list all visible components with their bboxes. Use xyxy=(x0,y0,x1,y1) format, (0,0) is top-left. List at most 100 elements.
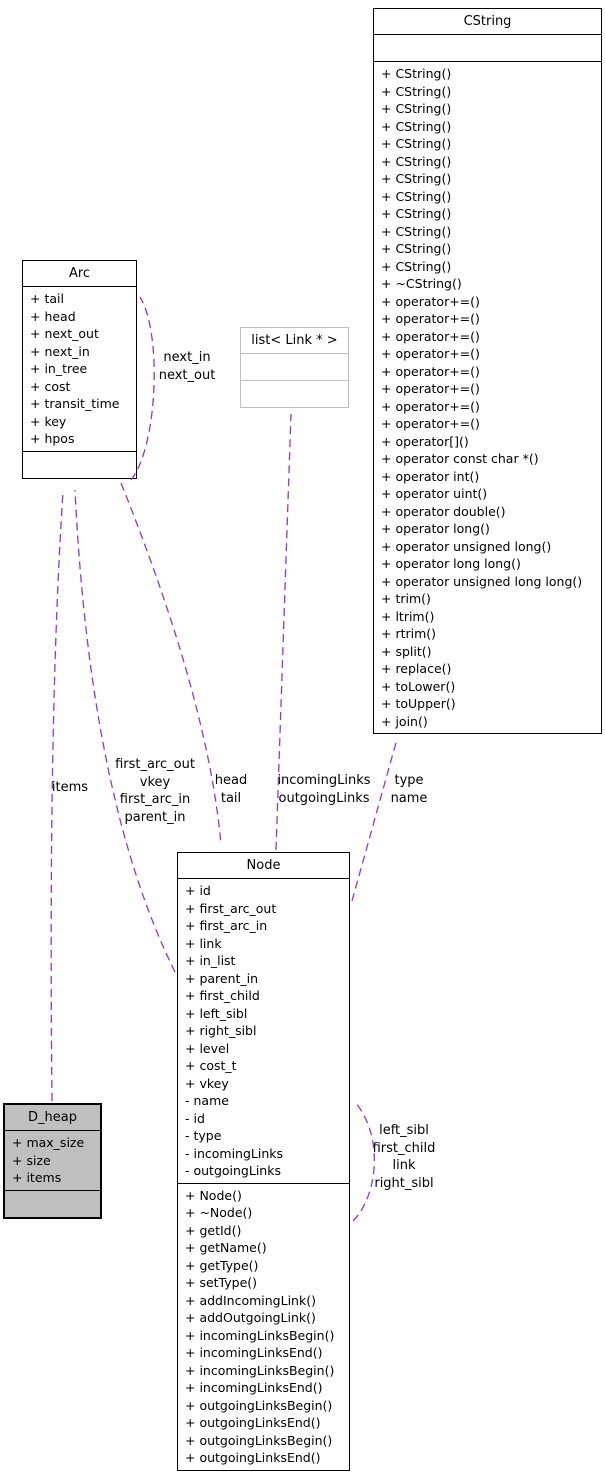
class-title-d-heap: D_heap xyxy=(5,1105,100,1131)
member-row: + trim() xyxy=(381,591,431,606)
member-row: + incomingLinksBegin() xyxy=(185,1327,335,1343)
member-row: + next_in xyxy=(30,343,90,359)
class-methods-list-link xyxy=(241,381,348,407)
class-attributes-node: + id+ first_arc_out+ first_arc_in+ link+… xyxy=(178,879,349,1184)
class-attributes-arc: + tail + head + next_out + next_in + in_tree… xyxy=(23,287,136,452)
member-row: + ltrim() xyxy=(381,608,435,624)
edge-label-arc-to-node: head tail xyxy=(214,773,248,806)
member-row: + CString() xyxy=(381,136,452,151)
member-row: - id xyxy=(185,1110,205,1126)
edge-d-heap-to-arc xyxy=(50,491,64,1102)
member-row: + operator+=() xyxy=(381,381,480,396)
member-row: + operator+=() xyxy=(381,328,480,344)
member-row: + key xyxy=(30,413,67,429)
member-row: - incomingLinks xyxy=(185,1145,284,1161)
class-methods-d-heap xyxy=(5,1191,100,1217)
member-row: + hpos xyxy=(30,431,75,446)
member-row: + outgoingLinksBegin() xyxy=(185,1432,333,1448)
edge-node-to-arc xyxy=(74,489,176,973)
edge-node-to-cstring xyxy=(351,738,398,902)
member-row: + operator int() xyxy=(381,468,480,484)
member-row: + left_sibl xyxy=(185,1005,248,1021)
member-row: + setType() xyxy=(185,1275,258,1290)
member-row: + operator+=() xyxy=(381,398,480,414)
member-row: + ~Node() xyxy=(185,1205,253,1220)
member-row: + outgoingLinksEnd() xyxy=(185,1415,321,1430)
member-row: + in_tree xyxy=(30,361,88,376)
member-row: + items xyxy=(12,1170,62,1185)
member-row: + operator double() xyxy=(381,503,506,519)
member-row: + parent_in xyxy=(185,970,259,986)
member-row: + incomingLinksEnd() xyxy=(185,1345,323,1360)
member-row: + getName() xyxy=(185,1240,267,1255)
class-title-cstring: CString xyxy=(374,9,601,35)
member-row: + transit_time xyxy=(30,396,120,411)
member-row: + operator long long() xyxy=(381,556,521,571)
member-row: + operator const char *() xyxy=(381,451,539,466)
member-row: + CString() xyxy=(381,153,452,169)
member-row: + operator unsigned long long() xyxy=(381,573,583,589)
member-row: + size xyxy=(12,1152,51,1168)
member-row: + first_child xyxy=(185,988,260,1003)
member-row: + CString() xyxy=(381,83,452,99)
class-box-cstring[interactable]: CString + CString()+ CString()+ CString(… xyxy=(373,8,602,734)
member-row: + id xyxy=(185,883,211,898)
class-attributes-list-link xyxy=(241,354,348,381)
member-row: + operator+=() xyxy=(381,293,480,309)
member-row: + rtrim() xyxy=(381,626,437,641)
class-box-node[interactable]: Node + id+ first_arc_out+ first_arc_in+ … xyxy=(177,852,350,1471)
member-row: + cost xyxy=(30,378,71,394)
member-row: + addIncomingLink() xyxy=(185,1292,316,1308)
member-row: + operator long() xyxy=(381,521,490,536)
member-row: + operator+=() xyxy=(381,346,480,361)
member-row: + CString() xyxy=(381,101,452,116)
edge-arc-self-arrowhead-2 xyxy=(143,306,157,321)
class-methods-cstring: + CString() + CString() + CString() + CStri… xyxy=(374,62,601,733)
class-title-list-link: list< Link * > xyxy=(241,328,348,354)
member-row: + outgoingLinksBegin() xyxy=(185,1397,333,1413)
member-row: + operator+=() xyxy=(381,416,480,431)
member-row: + CString() xyxy=(381,223,452,239)
member-row: + incomingLinksBegin() xyxy=(185,1362,335,1378)
class-methods-arc xyxy=(23,452,136,478)
member-row: + first_arc_in xyxy=(185,918,268,933)
member-row: - outgoingLinks xyxy=(185,1163,281,1178)
class-attributes-cstring xyxy=(374,35,601,62)
member-row: + getId() xyxy=(185,1222,242,1238)
member-row: + Node() xyxy=(185,1187,242,1203)
member-row: + right_sibl xyxy=(185,1023,257,1038)
class-attributes-d-heap: + max_size + size + items xyxy=(5,1131,100,1191)
member-row: + cost_t xyxy=(185,1058,237,1073)
member-row: + tail xyxy=(30,291,64,306)
class-title-node: Node xyxy=(178,853,349,879)
edge-label-arc-self: next_in next_out xyxy=(158,350,216,383)
member-row: + replace() xyxy=(381,661,452,676)
member-row: + CString() xyxy=(381,171,452,186)
class-box-list-link: list< Link * > xyxy=(240,327,349,408)
member-row: + operator+=() xyxy=(381,311,480,326)
member-row: + toUpper() xyxy=(381,696,456,711)
class-methods-node: + Node() + ~Node() + getId() + getName() + g… xyxy=(178,1184,349,1470)
member-row: + ~CString() xyxy=(381,276,462,291)
member-row: + level xyxy=(185,1040,230,1056)
edge-label-node-self: left_sibl first_child link right_sibl xyxy=(372,1123,436,1191)
member-row: + head xyxy=(30,308,76,324)
member-row: + max_size xyxy=(12,1135,85,1150)
member-row: + CString() xyxy=(381,241,452,256)
edge-label-node-to-list: incomingLinks outgoingLinks xyxy=(277,773,371,806)
member-row: + next_out xyxy=(30,326,99,341)
class-title-arc: Arc xyxy=(23,261,136,287)
member-row: + CString() xyxy=(381,206,452,221)
member-row: + CString() xyxy=(381,258,452,274)
edge-label-items: items xyxy=(51,780,89,795)
member-row: + toLower() xyxy=(381,678,456,694)
member-row: + getType() xyxy=(185,1257,259,1273)
class-box-arc[interactable]: Arc + tail + head + next_out + next_in + in_… xyxy=(22,260,137,479)
member-row: + incomingLinksEnd() xyxy=(185,1380,323,1395)
member-row: + outgoingLinksEnd() xyxy=(185,1450,321,1465)
member-row: - type xyxy=(185,1128,222,1143)
member-row: + operator[]() xyxy=(381,433,469,449)
member-row: + operator unsigned long() xyxy=(381,538,552,554)
edge-label-node-to-arc: first_arc_out vkey first_arc_in parent_i… xyxy=(115,757,195,825)
member-row: + CString() xyxy=(381,66,452,81)
